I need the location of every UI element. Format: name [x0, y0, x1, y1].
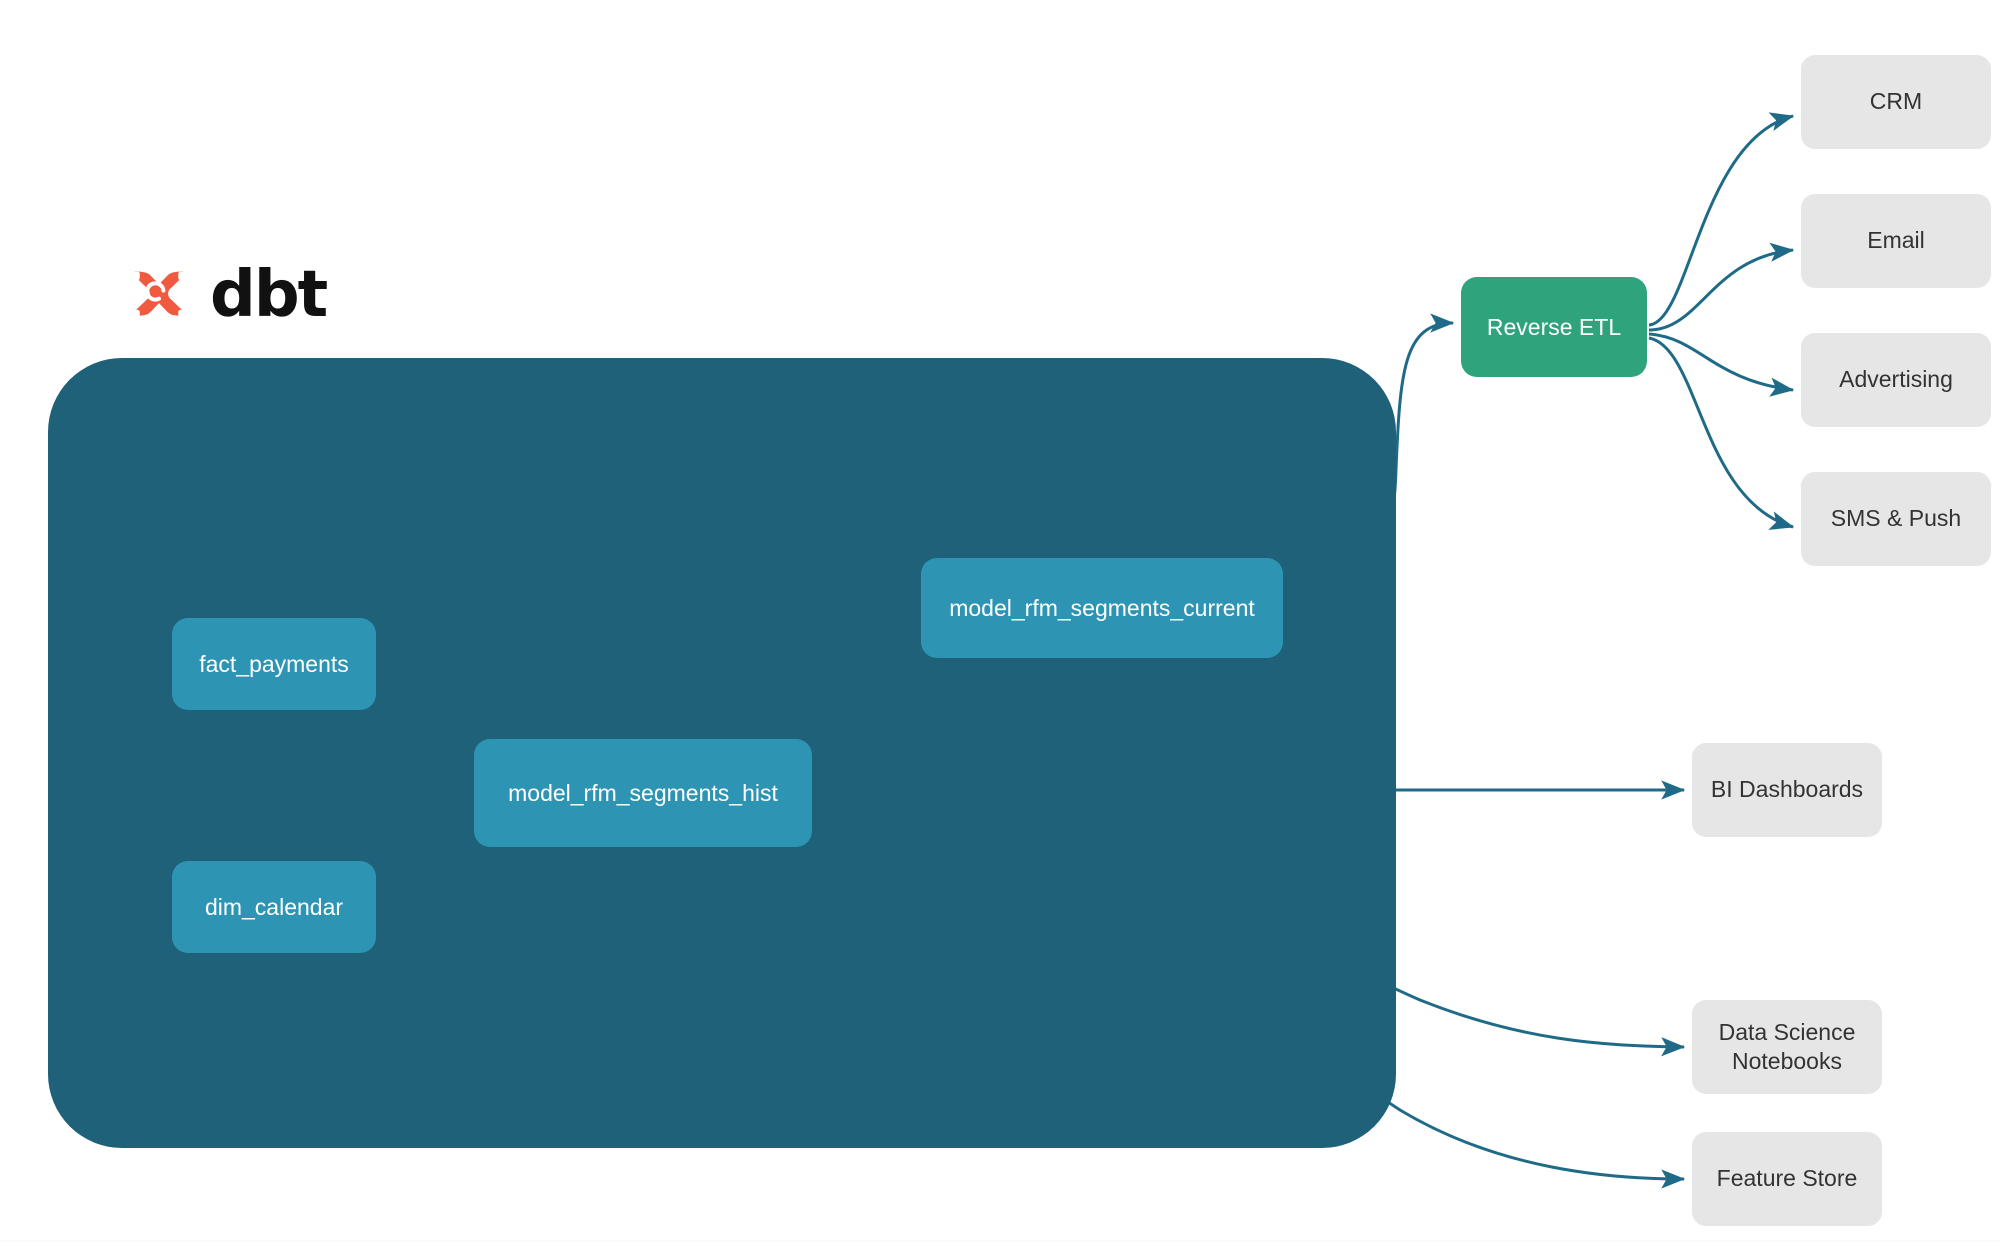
node-data-science-notebooks[interactable]: Data Science Notebooks — [1692, 1000, 1882, 1094]
node-bi-dashboards[interactable]: BI Dashboards — [1692, 743, 1882, 837]
node-label: SMS & Push — [1830, 505, 1962, 532]
node-feature-store[interactable]: Feature Store — [1692, 1132, 1882, 1226]
edge-reverse_etl-to-sms_push — [1648, 336, 1795, 530]
node-label: Email — [1867, 227, 1925, 254]
node-advertising[interactable]: Advertising — [1801, 333, 1991, 427]
baseline-rule — [0, 1240, 2000, 1242]
node-crm[interactable]: CRM — [1801, 55, 1991, 149]
edge-reverse_etl-to-advertising — [1648, 332, 1795, 397]
edge-reverse_etl-to-crm — [1648, 112, 1795, 327]
node-label: dim_calendar — [204, 893, 344, 920]
node-email[interactable]: Email — [1801, 194, 1991, 288]
node-label: Data Science Notebooks — [1718, 1018, 1856, 1074]
dbt-brand: dbt — [122, 258, 328, 332]
node-label: BI Dashboards — [1710, 776, 1864, 803]
node-label: Feature Store — [1716, 1165, 1858, 1192]
node-model-rfm-segments-hist[interactable]: model_rfm_segments_hist — [474, 739, 812, 847]
node-fact-payments[interactable]: fact_payments — [172, 618, 376, 710]
node-label: Reverse ETL — [1486, 313, 1622, 340]
node-sms-push[interactable]: SMS & Push — [1801, 472, 1991, 566]
dbt-wordmark: dbt — [210, 258, 328, 332]
node-model-rfm-segments-current[interactable]: model_rfm_segments_current — [921, 558, 1283, 658]
edge-reverse_etl-to-email — [1648, 242, 1795, 332]
dbt-logo-icon — [122, 258, 196, 332]
node-label: model_rfm_segments_hist — [508, 779, 778, 806]
node-label: CRM — [1869, 88, 1923, 115]
node-label: fact_payments — [199, 650, 349, 677]
node-dim-calendar[interactable]: dim_calendar — [172, 861, 376, 953]
node-label: Advertising — [1839, 366, 1953, 393]
node-reverse-etl[interactable]: Reverse ETL — [1461, 277, 1647, 377]
node-label: model_rfm_segments_current — [949, 594, 1255, 621]
